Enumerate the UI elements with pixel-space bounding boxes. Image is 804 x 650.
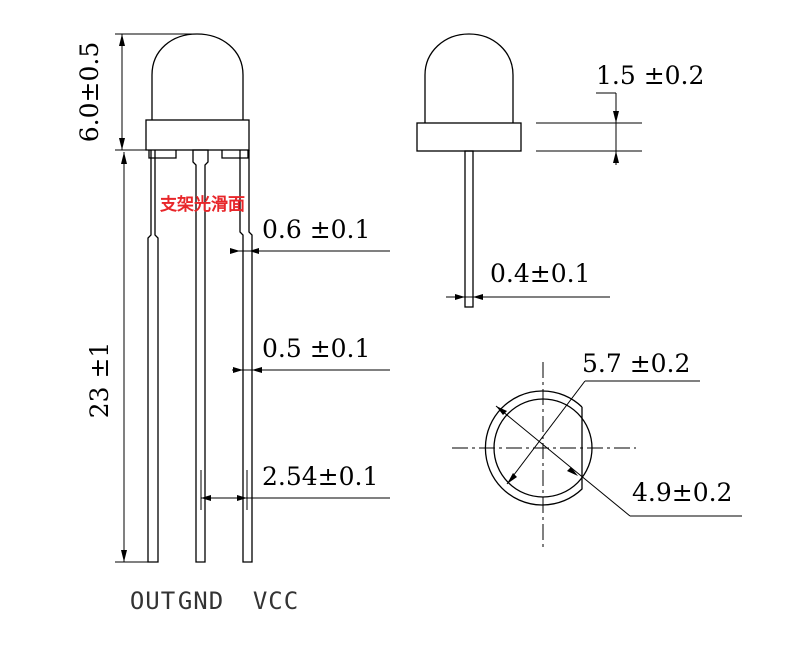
side-flange: [416, 122, 522, 152]
side-pin: [464, 150, 474, 308]
dome-outline: [493, 398, 593, 498]
lead-length-dim: [115, 149, 148, 563]
smooth-surface-note: 支架光滑面: [160, 194, 245, 215]
right-standoff: [221, 150, 249, 159]
top-view: [452, 362, 636, 548]
flange-thickness-label: 1.5 ±0.2: [596, 61, 704, 90]
left-standoff: [148, 150, 177, 159]
front-view: [145, 33, 253, 563]
pin-width-lower-dim: [232, 367, 390, 373]
pin-gnd: [192, 149, 209, 563]
pin-width-lower-label: 0.5 ±0.1: [262, 334, 370, 363]
pin-thickness-label: 0.4±0.1: [490, 259, 590, 288]
dome-height-label: 6.0±0.5: [75, 42, 104, 142]
pin-label-out: OUT: [130, 587, 176, 615]
pin-out: [147, 150, 159, 563]
pin-label-vcc: VCC: [253, 587, 299, 615]
pin-pitch-label: 2.54±0.1: [262, 462, 378, 491]
flange-outline: [484, 390, 583, 506]
flange-diameter-dim: [506, 380, 700, 485]
side-view: [416, 33, 522, 308]
flange-thickness-dim: [536, 92, 642, 165]
front-flange: [145, 119, 250, 151]
pin-vcc: [239, 150, 253, 563]
pin-width-upper-label: 0.6 ±0.1: [262, 215, 370, 244]
dome-height-dim: [115, 33, 195, 151]
pin-pitch-dim: [200, 470, 390, 510]
dome-diameter-label: 4.9±0.2: [632, 478, 732, 507]
pin-label-gnd: GND: [178, 587, 224, 615]
front-dome: [151, 33, 244, 120]
flange-diameter-label: 5.7 ±0.2: [582, 349, 690, 378]
side-dome: [424, 33, 514, 123]
dome-diameter-dim: [495, 405, 742, 517]
pin-width-upper-dim: [230, 248, 390, 254]
pin-thickness-dim: [446, 294, 610, 300]
lead-length-label: 23 ±1: [85, 342, 114, 419]
